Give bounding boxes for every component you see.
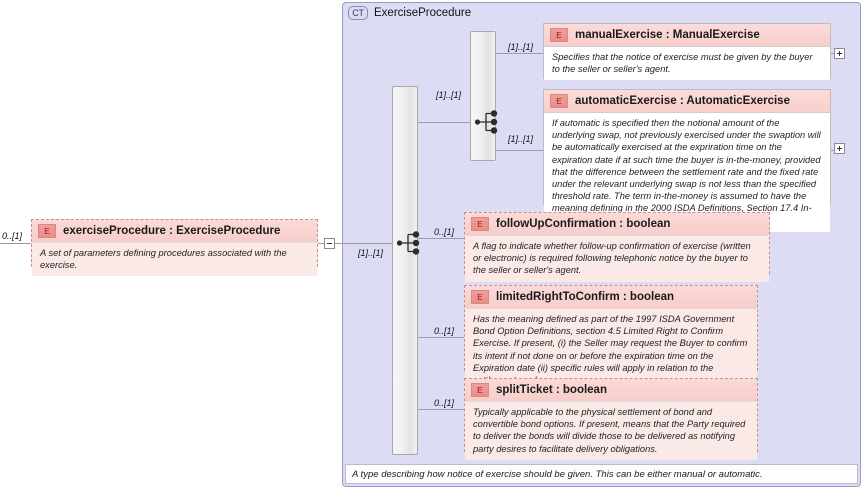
- element-follow-up-confirmation[interactable]: E followUpConfirmation : boolean A flag …: [464, 212, 770, 282]
- cardinality-exercise-procedure: 0..[1]: [2, 231, 23, 241]
- complex-type-badge: CT: [348, 6, 368, 20]
- cardinality-inner-to-manual: [1]..[1]: [508, 42, 534, 52]
- outer-sequence-bar[interactable]: [392, 86, 418, 455]
- line-outer-to-inner: [418, 122, 471, 123]
- element-badge: E: [550, 28, 568, 42]
- element-header: E exerciseProcedure : ExerciseProcedure: [32, 220, 317, 242]
- element-split-ticket[interactable]: E splitTicket : boolean Typically applic…: [464, 378, 758, 460]
- line-inner-to-manual: [496, 53, 543, 54]
- cardinality-followup: 0..[1]: [434, 227, 455, 237]
- line-outer-to-splitticket: [418, 409, 464, 410]
- element-documentation: A set of parameters defining procedures …: [32, 242, 317, 277]
- plus-toggle-manual-exercise[interactable]: [834, 48, 845, 59]
- line-root-to-toggle: [318, 243, 324, 244]
- element-limited-right-to-confirm[interactable]: E limitedRightToConfirm : boolean Has th…: [464, 285, 758, 392]
- line-inner-to-automatic: [496, 150, 543, 151]
- cardinality-root-to-outer: [1]..[1]: [358, 248, 384, 258]
- element-name: automaticExercise : AutomaticExercise: [575, 95, 790, 107]
- complex-type-annotation: A type describing how notice of exercise…: [345, 464, 858, 484]
- element-badge: E: [471, 290, 489, 304]
- line-outer-to-followup: [418, 238, 464, 239]
- plus-toggle-automatic-exercise[interactable]: [834, 143, 845, 154]
- element-documentation: A flag to indicate whether follow-up con…: [465, 235, 769, 282]
- complex-type-title: ExerciseProcedure: [374, 7, 472, 19]
- element-header: E manualExercise : ManualExercise: [544, 24, 830, 46]
- element-documentation: Has the meaning defined as part of the 1…: [465, 308, 757, 392]
- cardinality-limited-right: 0..[1]: [434, 326, 455, 336]
- cardinality-split-ticket: 0..[1]: [434, 398, 455, 408]
- element-exercise-procedure[interactable]: E exerciseProcedure : ExerciseProcedure …: [31, 219, 318, 277]
- line-toggle-to-outer: [335, 243, 393, 244]
- element-header: E followUpConfirmation : boolean: [465, 213, 769, 235]
- element-name: limitedRightToConfirm : boolean: [496, 291, 675, 303]
- element-documentation: Specifies that the notice of exercise mu…: [544, 46, 830, 81]
- element-header: E splitTicket : boolean: [465, 379, 757, 401]
- complex-type-header: CT ExerciseProcedure: [348, 6, 471, 20]
- element-header: E limitedRightToConfirm : boolean: [465, 286, 757, 308]
- sequence-icon-outer: [396, 231, 420, 255]
- element-automatic-exercise[interactable]: E automaticExercise : AutomaticExercise …: [543, 89, 831, 232]
- cardinality-outer-to-inner: [1]..[1]: [436, 90, 462, 100]
- sequence-icon-inner: [474, 110, 498, 134]
- line-root-left: [0, 243, 31, 244]
- element-header: E automaticExercise : AutomaticExercise: [544, 90, 830, 112]
- element-badge: E: [38, 224, 56, 238]
- element-name: followUpConfirmation : boolean: [496, 218, 671, 230]
- element-name: exerciseProcedure : ExerciseProcedure: [63, 225, 281, 237]
- inner-choice-bar[interactable]: [470, 31, 496, 161]
- element-documentation: Typically applicable to the physical set…: [465, 401, 757, 460]
- cardinality-inner-to-automatic: [1]..[1]: [508, 134, 534, 144]
- element-badge: E: [550, 94, 568, 108]
- element-badge: E: [471, 383, 489, 397]
- element-badge: E: [471, 217, 489, 231]
- element-manual-exercise[interactable]: E manualExercise : ManualExercise Specif…: [543, 23, 831, 81]
- line-manual-to-toggle: [831, 53, 835, 54]
- element-name: manualExercise : ManualExercise: [575, 29, 760, 41]
- element-name: splitTicket : boolean: [496, 384, 607, 396]
- minus-toggle[interactable]: [324, 238, 335, 249]
- line-outer-to-limitedright: [418, 337, 464, 338]
- line-automatic-to-toggle: [831, 150, 835, 151]
